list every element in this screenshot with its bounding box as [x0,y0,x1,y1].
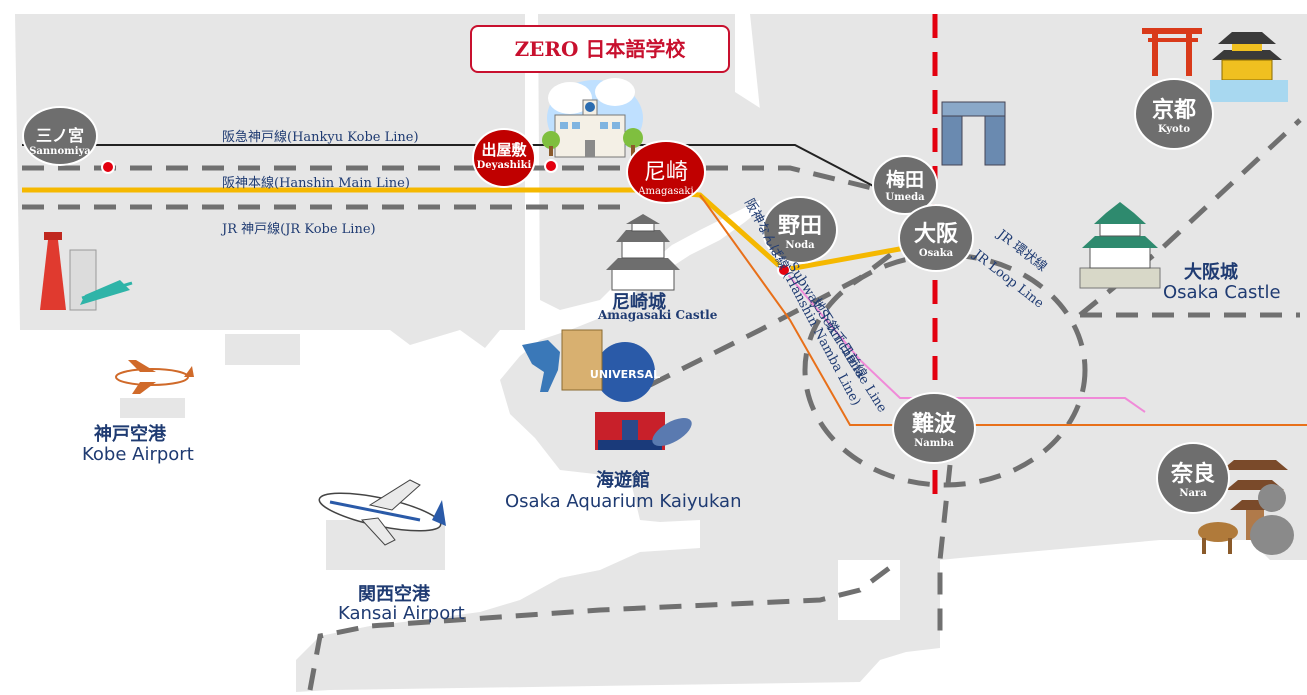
station-name-jp: 三ノ宮 [35,126,84,145]
osaka-castle-en: Osaka Castle [1163,282,1281,303]
amagasaki-castle-jp: 尼崎城 [612,292,666,313]
airplane-icon [318,479,446,546]
station-name-jp: 奈良 [1170,461,1215,487]
station-dot [777,263,791,277]
station-namba[interactable]: 難波 Namba [892,392,976,464]
aquarium-icon [595,412,665,450]
page-title: ZERO 日本語学校 [470,25,730,73]
aquarium-en: Osaka Aquarium Kaiyukan [505,491,742,512]
deer-icon [1198,522,1238,554]
kansai-airport-en: Kansai Airport [338,603,465,624]
land-areas [15,14,1307,692]
whale-shark-icon [652,418,692,446]
station-name-jp: 尼崎 [643,160,688,185]
kansai-airport-jp: 関西空港 [358,584,430,605]
station-name-en: Kyoto [1157,124,1190,135]
kobe-port-tower-icon [40,232,133,311]
station-deyashiki[interactable]: 出屋敷 Deyashiki [472,128,536,188]
station-name-en: Nara [1179,488,1207,499]
station-name-en: Amagasaki [638,186,694,197]
station-dot [544,159,558,173]
amagasaki-castle-en: Amagasaki Castle [598,308,718,322]
station-name-en: Deyashiki [476,160,532,171]
station-name-en: Noda [785,240,815,251]
school-building-icon [542,78,643,158]
kinkakuji-icon [1210,32,1288,102]
torii-gate-icon [1142,28,1202,76]
umeda-sky-building-icon [941,101,1006,166]
jr-branches [307,118,1302,691]
station-name-jp: 京都 [1151,97,1196,123]
station-kyoto[interactable]: 京都 Kyoto [1134,78,1214,150]
buddha-icon [1250,484,1294,555]
kobe-airport-jp: 神戸空港 [94,424,166,445]
station-sannomiya[interactable]: 三ノ宮 Sannomiya [22,106,98,166]
dinosaur-icon [522,340,560,392]
hanshin-main-line-label: 阪神本線(Hanshin Main Line) [222,176,410,191]
hanshin-namba-line [699,194,1307,426]
subway-sennichimae-line [783,269,1146,413]
castle-icon [606,214,680,291]
station-name-en: Osaka [918,248,954,259]
jr-kobe-line-label: JR 神戸線(JR Kobe Line) [222,222,376,237]
universal-globe-icon: UNIVERSAL [561,329,660,402]
station-osaka[interactable]: 大阪 Osaka [898,204,974,272]
castle-icon [1079,202,1161,289]
aquarium-jp: 海遊館 [596,470,650,491]
station-noda[interactable]: 野田 Noda [762,196,838,264]
airplane-icon [115,360,194,394]
station-name-en: Umeda [885,192,925,203]
station-nara[interactable]: 奈良 Nara [1156,442,1230,514]
station-dot [101,160,115,174]
kobe-airport-en: Kobe Airport [82,444,194,465]
station-name-jp: 出屋敷 [481,141,527,159]
hankyu-kobe-line-label: 阪急神戸線(Hankyu Kobe Line) [222,130,419,145]
station-amagasaki[interactable]: 尼崎 Amagasaki [626,140,706,204]
osaka-castle-jp: 大阪城 [1184,262,1238,283]
station-name-jp: 大阪 [913,221,958,247]
station-name-en: Namba [914,438,954,449]
jr-kobe-line [22,165,912,388]
station-name-jp: 野田 [777,213,822,239]
jr-loop-line [802,252,1088,488]
station-name-en: Sannomiya [29,146,91,157]
universal-sign: UNIVERSAL [590,368,660,381]
station-name-jp: 梅田 [885,169,924,191]
station-name-jp: 難波 [911,411,956,437]
